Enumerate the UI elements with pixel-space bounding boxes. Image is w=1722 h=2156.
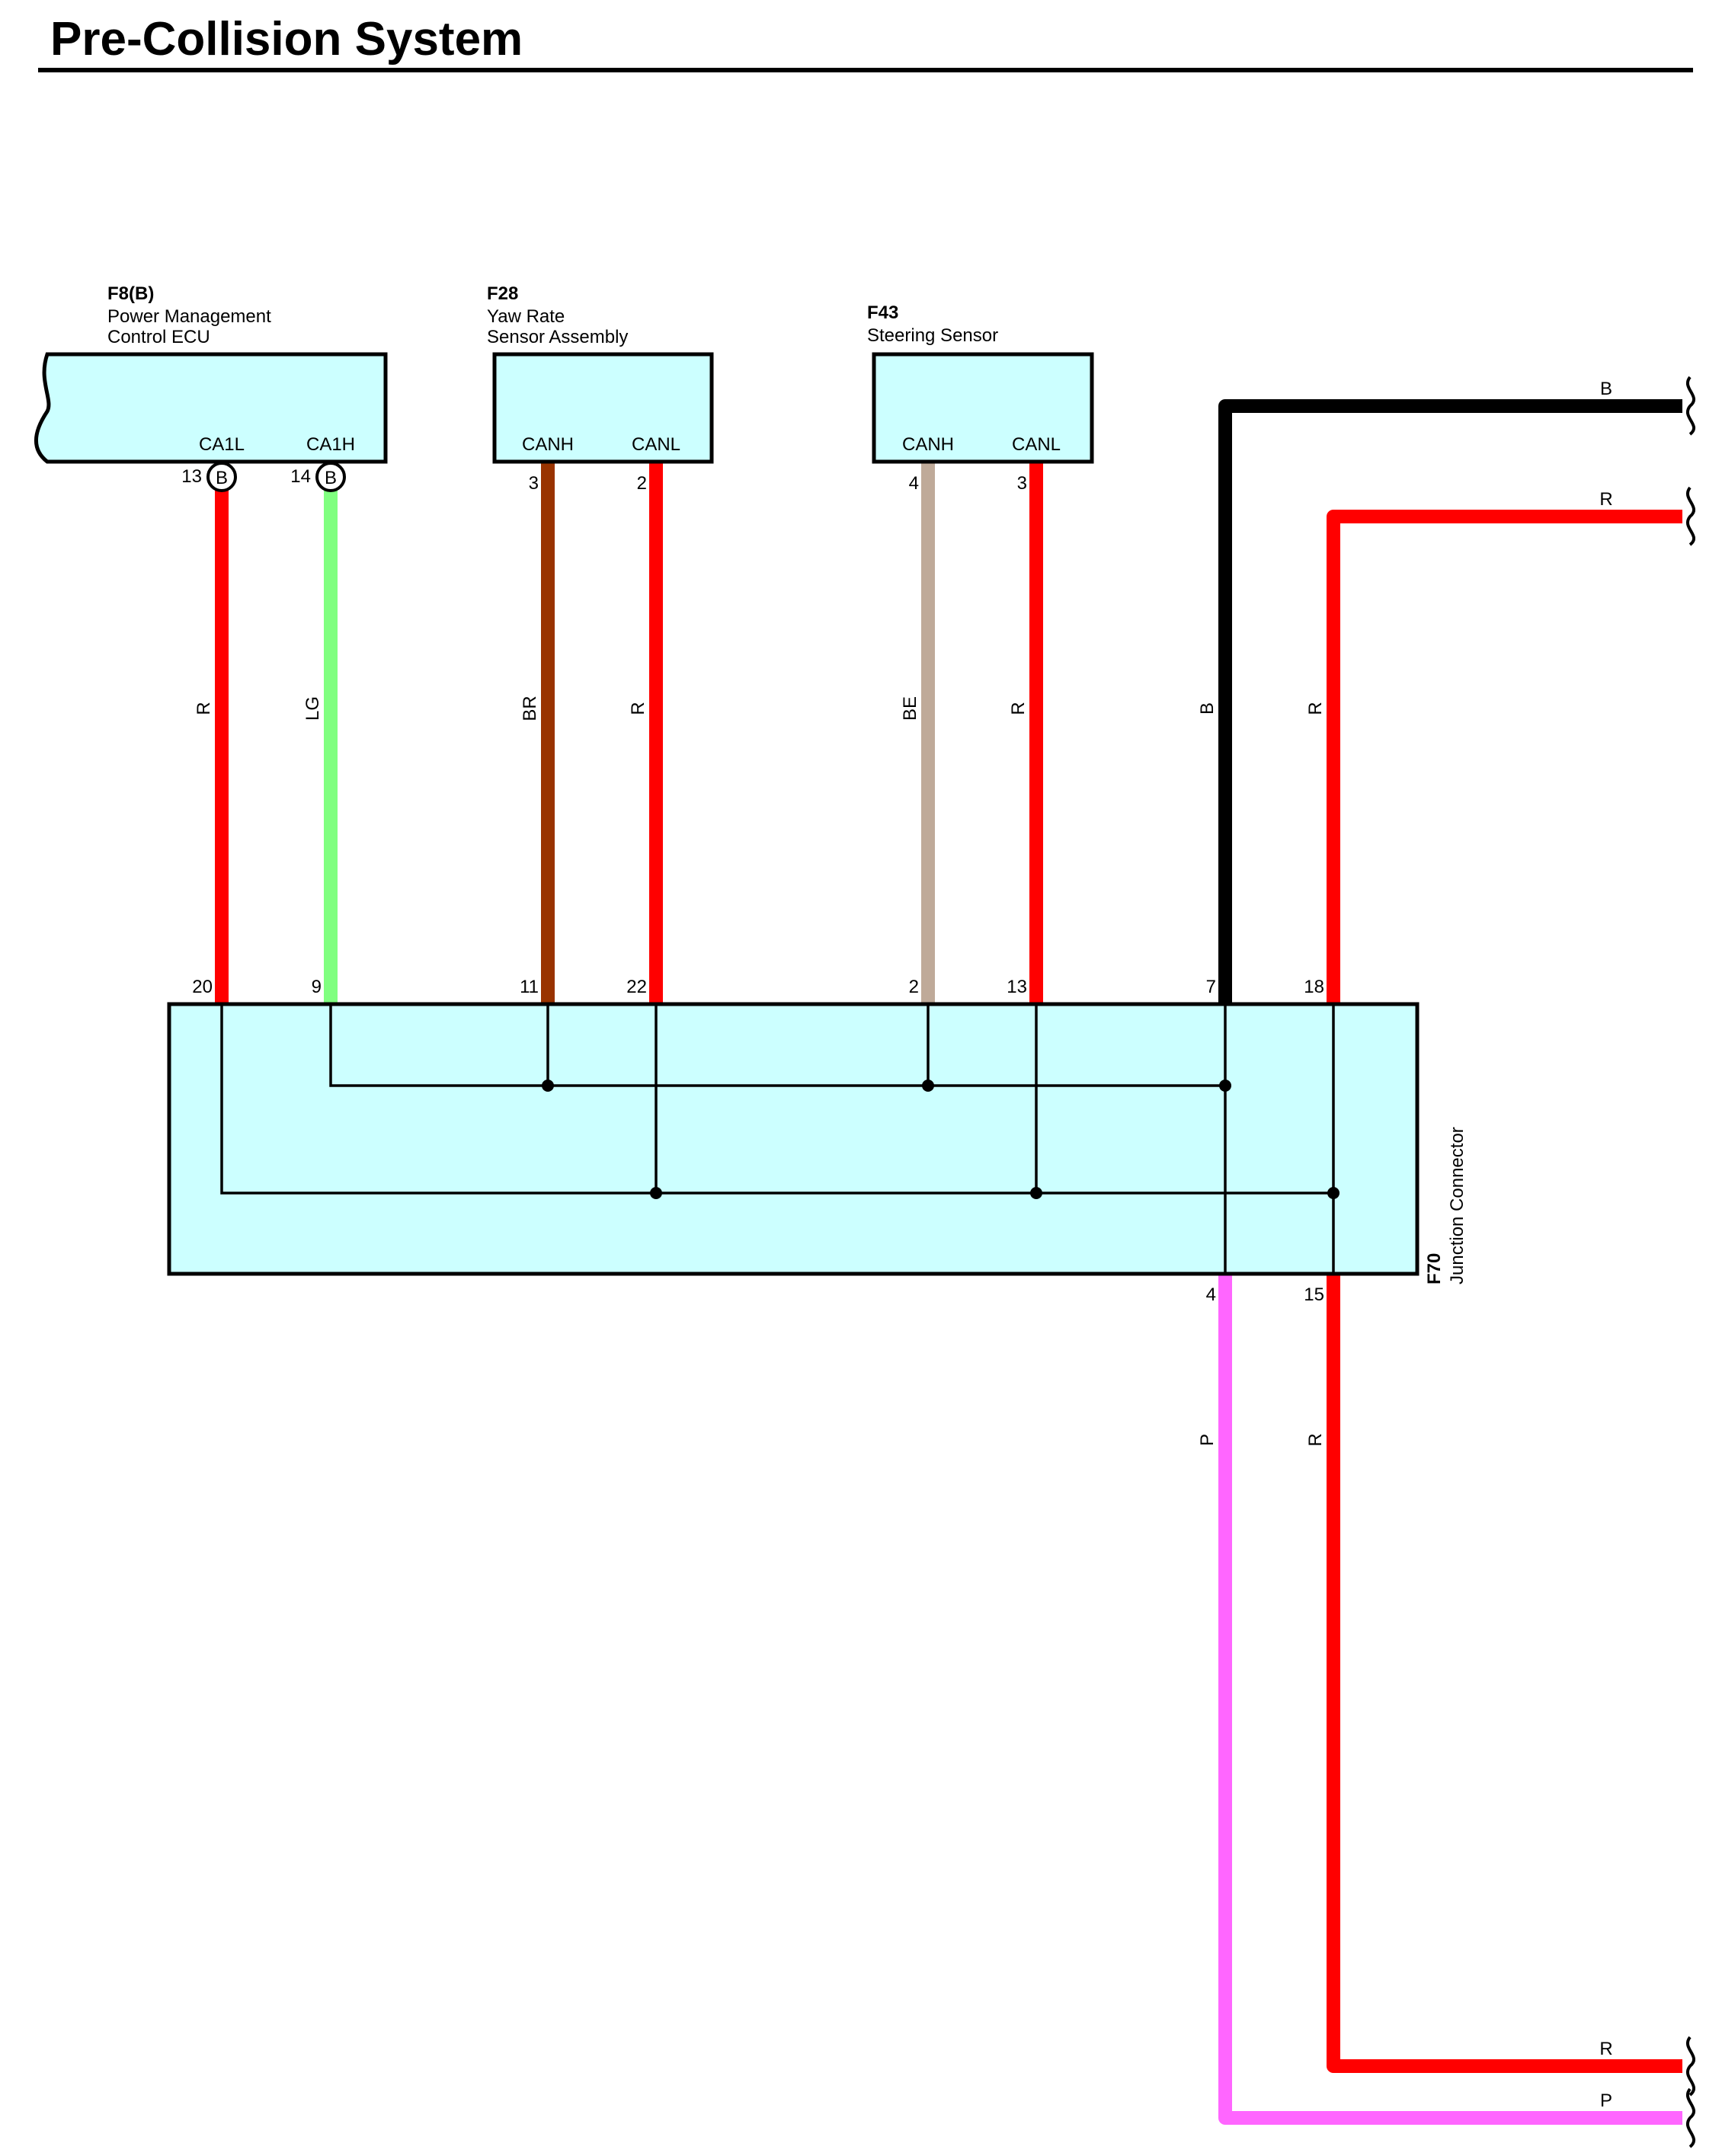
f70-bus-canl — [220, 1004, 1333, 1195]
f70-pin-4: 4 — [1206, 1284, 1216, 1305]
wire-top-black — [1218, 399, 1682, 1004]
continuation-mark-r-top — [1686, 486, 1696, 546]
f70-pin-7: 7 — [1206, 977, 1216, 997]
f28-pin-canl: CANL — [632, 434, 680, 455]
f28-name-line1: Yaw Rate — [487, 306, 565, 327]
f8-pin-b-number: 14 — [290, 466, 311, 487]
f28-pin-b-number: 2 — [637, 473, 647, 494]
f70-pin-2: 2 — [909, 977, 919, 997]
f43-pin-canl: CANL — [1012, 434, 1061, 455]
continuation-mark-r-bottom — [1686, 2036, 1696, 2097]
f28-name-line2: Sensor Assembly — [487, 327, 628, 347]
f70-pin-20: 20 — [192, 977, 213, 997]
splice-dot — [650, 1187, 662, 1199]
f43-pin-canh: CANH — [902, 434, 954, 455]
f70-code: F70 — [1424, 1253, 1445, 1284]
wire-label-b: B — [1197, 702, 1218, 715]
splice-dot — [1219, 1080, 1231, 1092]
continuation-mark-b — [1686, 376, 1696, 436]
wire-label-r: R — [1305, 702, 1326, 715]
wire-label-r: R — [1305, 1433, 1326, 1446]
splice-dot — [922, 1080, 934, 1092]
f43-code: F43 — [867, 302, 898, 323]
splice-dot — [1327, 1187, 1340, 1199]
f70-pin-15: 15 — [1304, 1284, 1324, 1305]
wire-top-red — [1327, 510, 1682, 1004]
f70-pin-18: 18 — [1304, 977, 1324, 997]
page-title: Pre-Collision System — [50, 13, 523, 66]
component-f70: F70 Junction Connector 20 9 11 22 2 13 7… — [167, 977, 1468, 1305]
wire-label-br: BR — [520, 696, 540, 721]
f8-connector-a-label: B — [216, 468, 228, 488]
f70-name: Junction Connector — [1447, 1127, 1468, 1284]
f28-code: F28 — [487, 283, 518, 304]
splice-dot — [1030, 1187, 1042, 1199]
wire-label-r: R — [194, 702, 214, 715]
wire-label-p: P — [1197, 1434, 1218, 1446]
f8-pin-ca1l: CA1L — [199, 434, 245, 455]
f8-pin-ca1h: CA1H — [306, 434, 355, 455]
component-f8: F8(B) Power Management Control ECU CA1L … — [34, 283, 388, 492]
end-label-r-bottom: R — [1599, 2039, 1612, 2059]
f70-pin-9: 9 — [312, 977, 322, 997]
end-label-p: P — [1600, 2090, 1612, 2111]
wires — [215, 399, 1682, 2125]
continuation-mark-p — [1686, 2087, 1696, 2148]
f70-pin-13: 13 — [1007, 977, 1027, 997]
f8-connector-a — [206, 462, 237, 492]
splice-dot — [542, 1080, 554, 1092]
f8-pin-a-number: 13 — [181, 466, 202, 487]
wire-label-be: BE — [900, 696, 920, 721]
wire-bottom-pink — [1218, 1274, 1682, 2125]
f8-box — [34, 352, 388, 464]
wire-bottom-red — [1327, 1274, 1682, 2073]
f70-pin-22: 22 — [626, 977, 647, 997]
f43-pin-a-number: 4 — [909, 473, 919, 494]
f8-connector-b-label: B — [325, 468, 337, 488]
wire-end-labels: B R R P — [1599, 379, 1612, 2111]
component-f28: F28 Yaw Rate Sensor Assembly CANH CANL 3… — [487, 283, 714, 494]
f28-pin-a-number: 3 — [529, 473, 539, 494]
f8-name-line1: Power Management — [107, 306, 271, 327]
f28-box — [492, 352, 714, 464]
f43-box — [872, 352, 1094, 464]
f8-code: F8(B) — [107, 283, 154, 304]
f43-pin-b-number: 3 — [1017, 473, 1027, 494]
component-f43: F43 Steering Sensor CANH CANL 4 3 — [867, 302, 1094, 494]
wire-label-lg: LG — [302, 696, 323, 721]
f8-connector-b — [315, 462, 346, 492]
wire-label-r: R — [628, 702, 648, 715]
f43-name-line1: Steering Sensor — [867, 325, 998, 346]
continuation-marks — [1686, 376, 1696, 2148]
f70-pin-11: 11 — [520, 977, 539, 997]
f8-name-line2: Control ECU — [107, 327, 210, 347]
end-label-b: B — [1600, 379, 1612, 399]
wire-color-labels: R LG BR R BE R B R P R — [194, 696, 1326, 1446]
end-label-r-top: R — [1599, 489, 1612, 510]
f28-pin-canh: CANH — [522, 434, 574, 455]
wire-label-r: R — [1008, 702, 1029, 715]
f70-box — [167, 1002, 1420, 1276]
